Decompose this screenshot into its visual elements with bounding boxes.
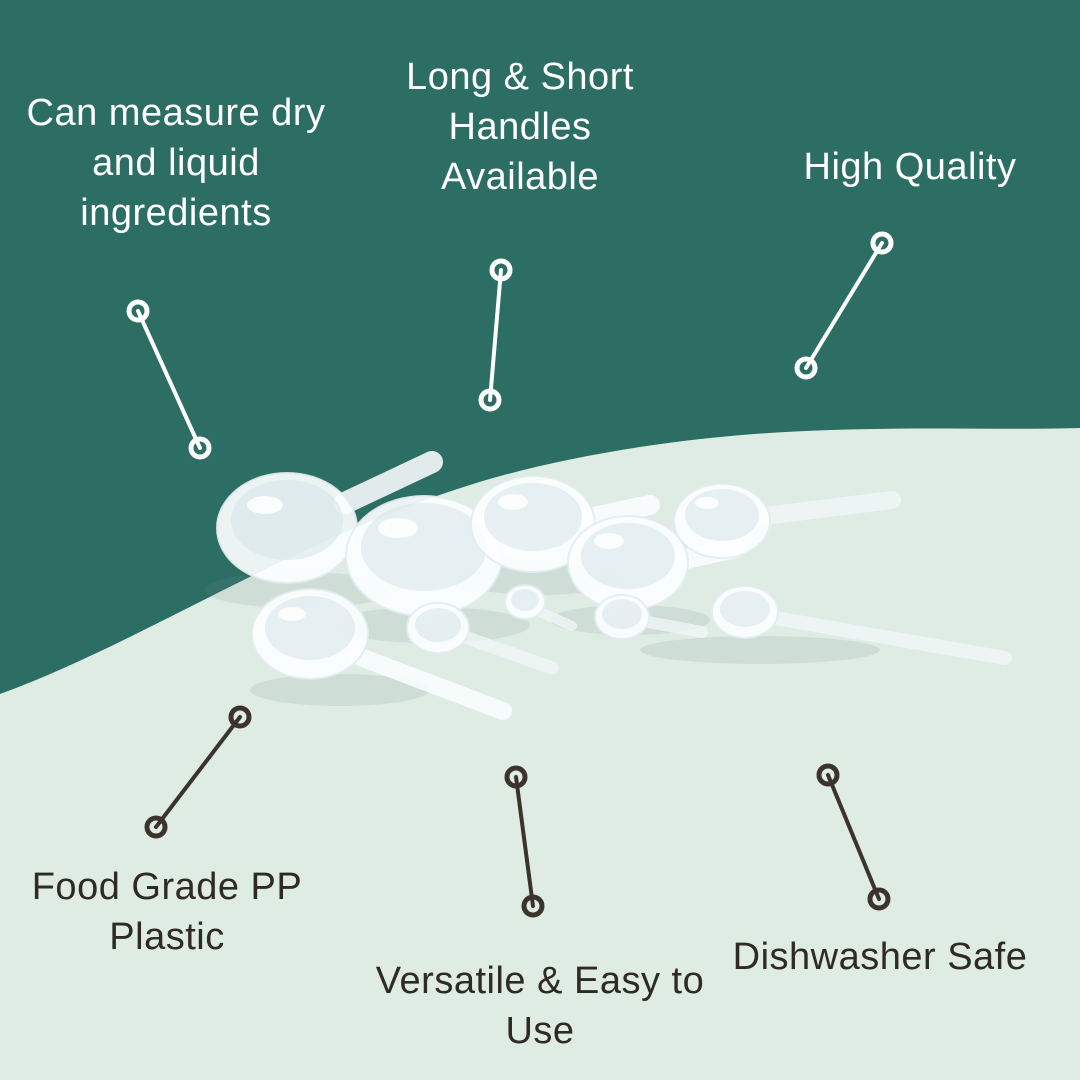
- scoop-large-3: [470, 475, 660, 573]
- connector-top-center: [478, 258, 513, 412]
- scoop-long-handle: [673, 483, 901, 559]
- callout-dishwasher-safe: Dishwasher Safe: [690, 932, 1070, 982]
- callout-food-grade-plastic: Food Grade PP Plastic: [0, 862, 334, 962]
- callout-line: Food Grade PP: [31, 866, 303, 908]
- callout-line: Long & Short: [406, 56, 634, 98]
- callout-line: Available: [440, 156, 600, 198]
- callout-line: Handles: [448, 106, 592, 148]
- callout-versatile-easy: Versatile & Easy to Use: [340, 956, 740, 1056]
- spoon-small: [504, 584, 577, 631]
- callout-long-short-handles: Long & Short Handles Available: [362, 52, 678, 202]
- callout-line: Plastic: [109, 916, 225, 958]
- callout-line: and liquid: [92, 142, 260, 184]
- scoop-large-2: [345, 495, 571, 617]
- scoop-large-4: [567, 515, 745, 611]
- spoon-long-handle: [711, 585, 1012, 665]
- callout-line: High Quality: [803, 146, 1017, 188]
- connector-top-right: [794, 231, 894, 380]
- callout-measure-dry-liquid: Can measure dry and liquid ingredients: [8, 88, 344, 238]
- connector-top-left: [126, 299, 212, 460]
- spoon-medium-2: [594, 594, 708, 640]
- connector-bottom-center: [504, 765, 545, 918]
- callout-line: ingredients: [80, 192, 272, 234]
- scoop-large-1: [216, 451, 443, 584]
- callout-line: Versatile & Easy to: [375, 960, 705, 1002]
- spoon-medium-1: [406, 602, 559, 675]
- callout-line: Use: [505, 1010, 575, 1052]
- connector-bottom-right: [816, 763, 891, 911]
- callout-line: Can measure dry: [26, 92, 326, 134]
- callout-high-quality: High Quality: [760, 142, 1060, 192]
- callout-line: Dishwasher Safe: [732, 936, 1028, 978]
- scoop-big-bottom: [251, 588, 512, 720]
- connector-bottom-left: [144, 705, 252, 839]
